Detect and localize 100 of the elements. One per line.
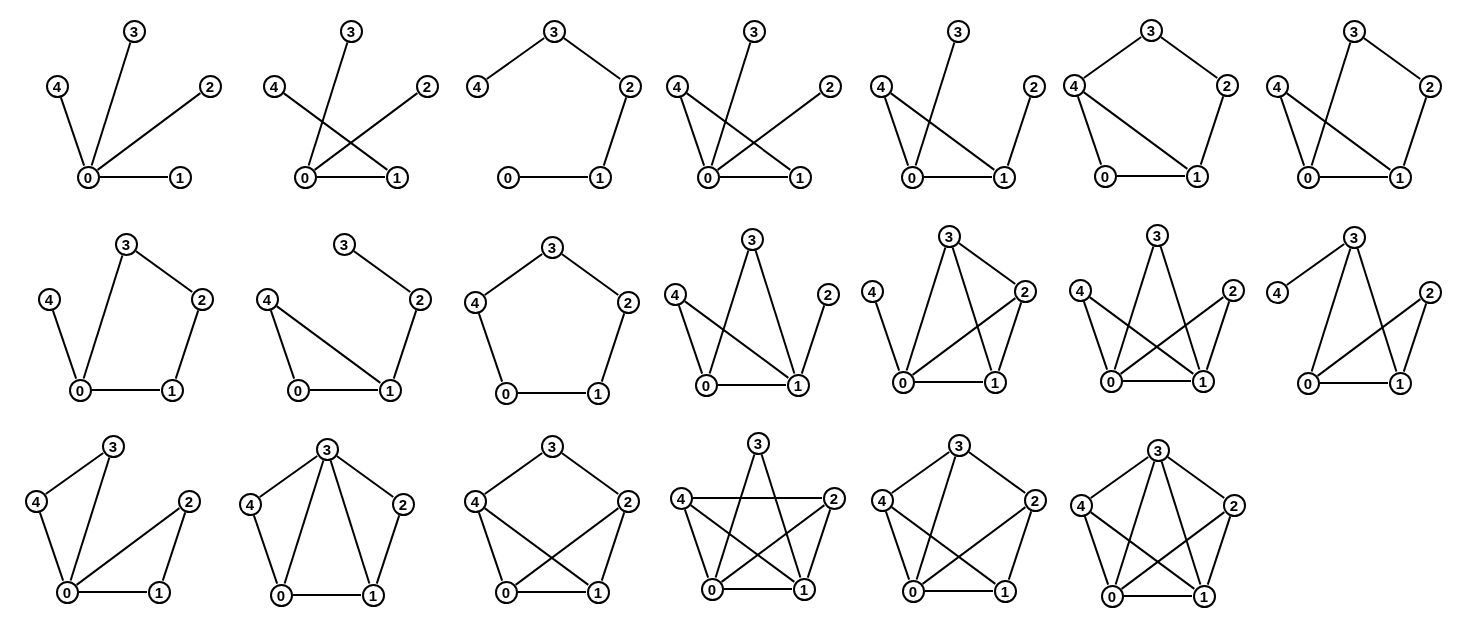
- graph-edge: [134, 250, 194, 293]
- graph-edge: [1319, 176, 1389, 178]
- vertex-circle: 2: [1022, 74, 1046, 98]
- graph-edge: [911, 297, 1017, 376]
- vertex-circle: 0: [901, 579, 925, 603]
- vertex-circle: 4: [1265, 74, 1289, 98]
- vertex-circle: 2: [818, 74, 842, 98]
- vertex-circle: 1: [588, 165, 612, 189]
- graph-edge: [1006, 96, 1032, 167]
- graph-edge: [1076, 95, 1103, 166]
- graph-edge: [1319, 382, 1389, 384]
- vertex-circle: 0: [1093, 164, 1117, 188]
- vertex-circle: 0: [700, 577, 724, 601]
- graph-edge: [716, 92, 822, 171]
- graph-edge: [1159, 245, 1201, 371]
- graph-edge: [483, 252, 544, 297]
- vertex-circle: 2: [1418, 280, 1442, 304]
- graph-edge: [283, 459, 325, 585]
- vertex-circle: 0: [286, 378, 310, 402]
- vertex-circle: 3: [540, 434, 564, 458]
- graph-edge: [689, 504, 796, 583]
- graph-edge: [1082, 91, 1189, 170]
- graph-edge: [51, 309, 78, 380]
- graph-edge: [905, 246, 947, 372]
- vertex-circle: 2: [616, 290, 640, 314]
- vertex-circle: 2: [816, 282, 840, 306]
- vertex-circle: 0: [293, 165, 317, 189]
- graph-edge: [683, 508, 710, 579]
- graph-edge: [1089, 511, 1196, 590]
- vertex-circle: 2: [408, 287, 432, 311]
- vertex-circle: 4: [238, 492, 262, 516]
- graph-edge: [335, 455, 395, 498]
- graph-edge: [38, 511, 65, 582]
- graph-edge: [375, 514, 401, 585]
- graph-edge: [1089, 455, 1150, 500]
- graph-edge: [951, 246, 993, 372]
- vertex-circle: 1: [160, 378, 184, 402]
- graph-edge: [719, 176, 789, 178]
- vertex-circle: 1: [361, 583, 385, 607]
- graph-edge: [313, 92, 419, 171]
- graph-edge: [292, 594, 362, 596]
- vertex-circle: 4: [1069, 493, 1093, 517]
- vertex-circle: 3: [122, 19, 146, 43]
- graph-edge: [1007, 510, 1033, 581]
- graph-edge: [1159, 36, 1219, 79]
- graph-edge: [1205, 300, 1231, 371]
- graph-edge: [1122, 380, 1192, 382]
- graph-edge: [924, 590, 994, 592]
- graph-edge: [1088, 296, 1195, 375]
- vertex-circle: 3: [1342, 19, 1366, 43]
- graph-edge: [874, 301, 901, 372]
- vertex-circle: 0: [1100, 584, 1124, 608]
- graph-edge: [91, 389, 161, 391]
- graph-edge: [1160, 460, 1202, 586]
- graph-edge: [602, 96, 628, 167]
- vertex-circle: 0: [494, 381, 518, 405]
- graph-edge: [806, 508, 832, 579]
- vertex-circle: 2: [1418, 74, 1442, 98]
- vertex-circle: 0: [694, 373, 718, 397]
- graph-edge: [800, 304, 826, 375]
- graph-edge: [692, 497, 823, 499]
- vertex-circle: 4: [1265, 280, 1289, 304]
- vertex-circle: 4: [37, 287, 61, 311]
- vertex-circle: 4: [262, 74, 286, 98]
- graph-edge: [1119, 296, 1225, 375]
- vertex-circle: 4: [255, 287, 279, 311]
- vertex-circle: 0: [1296, 371, 1320, 395]
- graph-edge: [714, 453, 756, 579]
- vertex-circle: 3: [1145, 223, 1169, 247]
- vertex-circle: 0: [900, 165, 924, 189]
- vertex-circle: 0: [696, 165, 720, 189]
- vertex-circle: 0: [269, 583, 293, 607]
- vertex-circle: 2: [1013, 279, 1037, 303]
- graph-edge: [677, 304, 704, 375]
- graph-edge: [679, 96, 706, 167]
- graph-edge: [760, 453, 802, 579]
- vertex-circle: 4: [663, 282, 687, 306]
- vertex-circle: 2: [1023, 488, 1047, 512]
- graph-edge: [1206, 515, 1232, 586]
- vertex-circle: 4: [465, 74, 489, 98]
- vertex-circle: 1: [1192, 584, 1216, 608]
- vertex-circle: 3: [101, 434, 125, 458]
- vertex-circle: 1: [992, 165, 1016, 189]
- graph-edge: [75, 507, 181, 586]
- graph-edge: [723, 588, 793, 590]
- vertex-circle: 3: [947, 433, 971, 457]
- graph-edge: [517, 392, 587, 394]
- vertex-circle: 3: [542, 19, 566, 43]
- vertex-circle: 3: [746, 431, 770, 455]
- graph-edge: [275, 305, 382, 384]
- vertex-circle: 1: [168, 165, 192, 189]
- vertex-circle: 1: [1388, 371, 1412, 395]
- vertex-circle: 1: [1185, 164, 1209, 188]
- graph-edge: [883, 96, 910, 167]
- vertex-circle: 1: [983, 370, 1007, 394]
- vertex-circle: 1: [1388, 165, 1412, 189]
- vertex-circle: 3: [742, 19, 766, 43]
- vertex-circle: 2: [198, 74, 222, 98]
- graph-edge: [82, 254, 124, 380]
- graph-edge: [483, 507, 590, 586]
